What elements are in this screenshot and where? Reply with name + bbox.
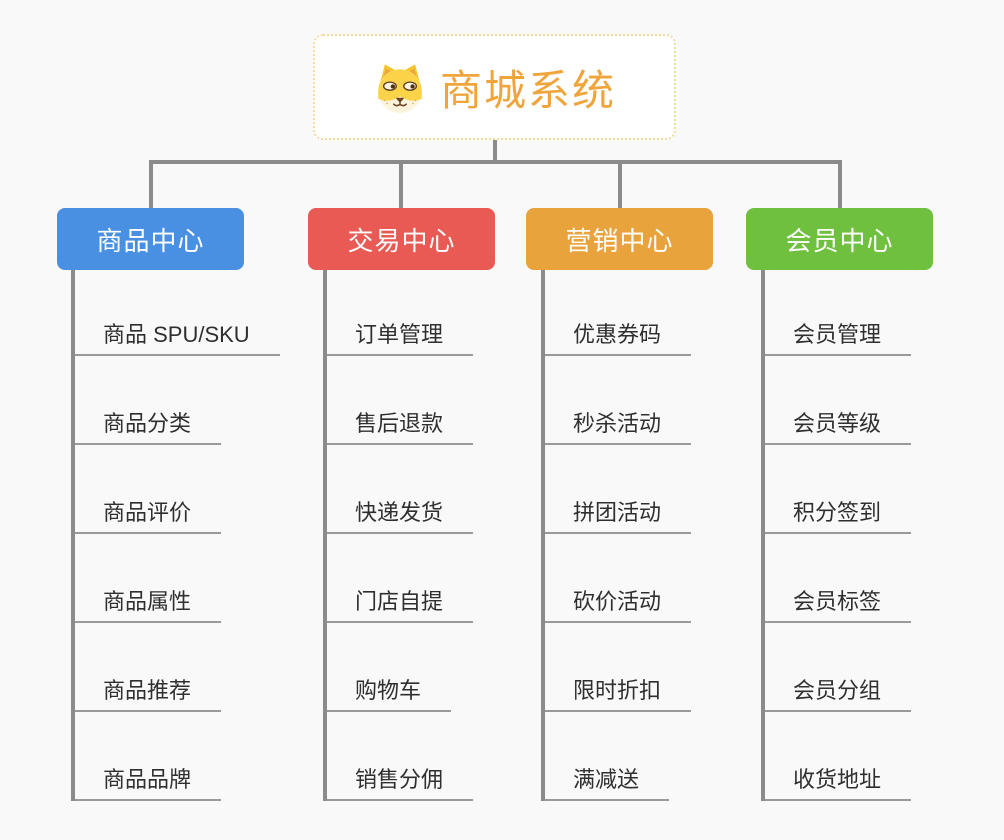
root-title: 商城系统 [439,66,616,114]
branch-header-trade[interactable]: 交易中心 [308,208,495,270]
branch-children-marketing: 优惠券码 秒杀活动 拼团活动 砍价活动 限时折扣 满减送 [541,270,781,801]
branch-children-product: 商品 SPU/SKU 商品分类 商品评价 商品属性 商品推荐 商品品牌 [71,270,311,801]
child-node[interactable]: 会员标签 [761,589,912,623]
child-node[interactable]: 会员管理 [761,322,912,356]
child-node[interactable]: 商品品牌 [71,767,222,801]
connector-column-line [71,270,75,801]
child-node[interactable]: 销售分佣 [323,767,474,801]
child-node[interactable]: 商品属性 [71,589,222,623]
branch-children-member: 会员管理 会员等级 积分签到 会员标签 会员分组 收货地址 [761,270,1001,801]
root-node[interactable]: 商城系统 [313,34,676,140]
branch-children-trade: 订单管理 售后退款 快递发货 门店自提 购物车 销售分佣 [323,270,563,801]
child-node[interactable]: 收货地址 [761,767,912,801]
child-node[interactable]: 秒杀活动 [541,411,692,445]
connector-horizontal-bar [149,160,841,164]
branch-header-marketing[interactable]: 营销中心 [526,208,713,270]
connector-column-line [323,270,327,801]
child-node[interactable]: 商品推荐 [71,678,222,712]
child-node[interactable]: 拼团活动 [541,500,692,534]
connector-drop-member [838,160,842,208]
branch-header-member[interactable]: 会员中心 [746,208,933,270]
child-node[interactable]: 积分签到 [761,500,912,534]
connector-drop-product [149,160,153,208]
connector-root-stem [493,140,497,164]
child-node[interactable]: 商品 SPU/SKU [71,322,280,356]
child-node[interactable]: 商品评价 [71,500,222,534]
dog-icon [378,64,422,113]
connector-drop-trade [399,160,403,208]
child-node[interactable]: 快递发货 [323,500,474,534]
child-node[interactable]: 满减送 [541,767,670,801]
child-node[interactable]: 砍价活动 [541,589,692,623]
connector-column-line [541,270,545,801]
connector-column-line [761,270,765,801]
child-node[interactable]: 限时折扣 [541,678,692,712]
child-node[interactable]: 订单管理 [323,322,474,356]
child-node[interactable]: 会员等级 [761,411,912,445]
connector-drop-marketing [618,160,622,208]
branch-header-product[interactable]: 商品中心 [57,208,244,270]
child-node[interactable]: 购物车 [323,678,452,712]
child-node[interactable]: 门店自提 [323,589,474,623]
child-node[interactable]: 商品分类 [71,411,222,445]
child-node[interactable]: 售后退款 [323,411,474,445]
child-node[interactable]: 优惠券码 [541,322,692,356]
child-node[interactable]: 会员分组 [761,678,912,712]
